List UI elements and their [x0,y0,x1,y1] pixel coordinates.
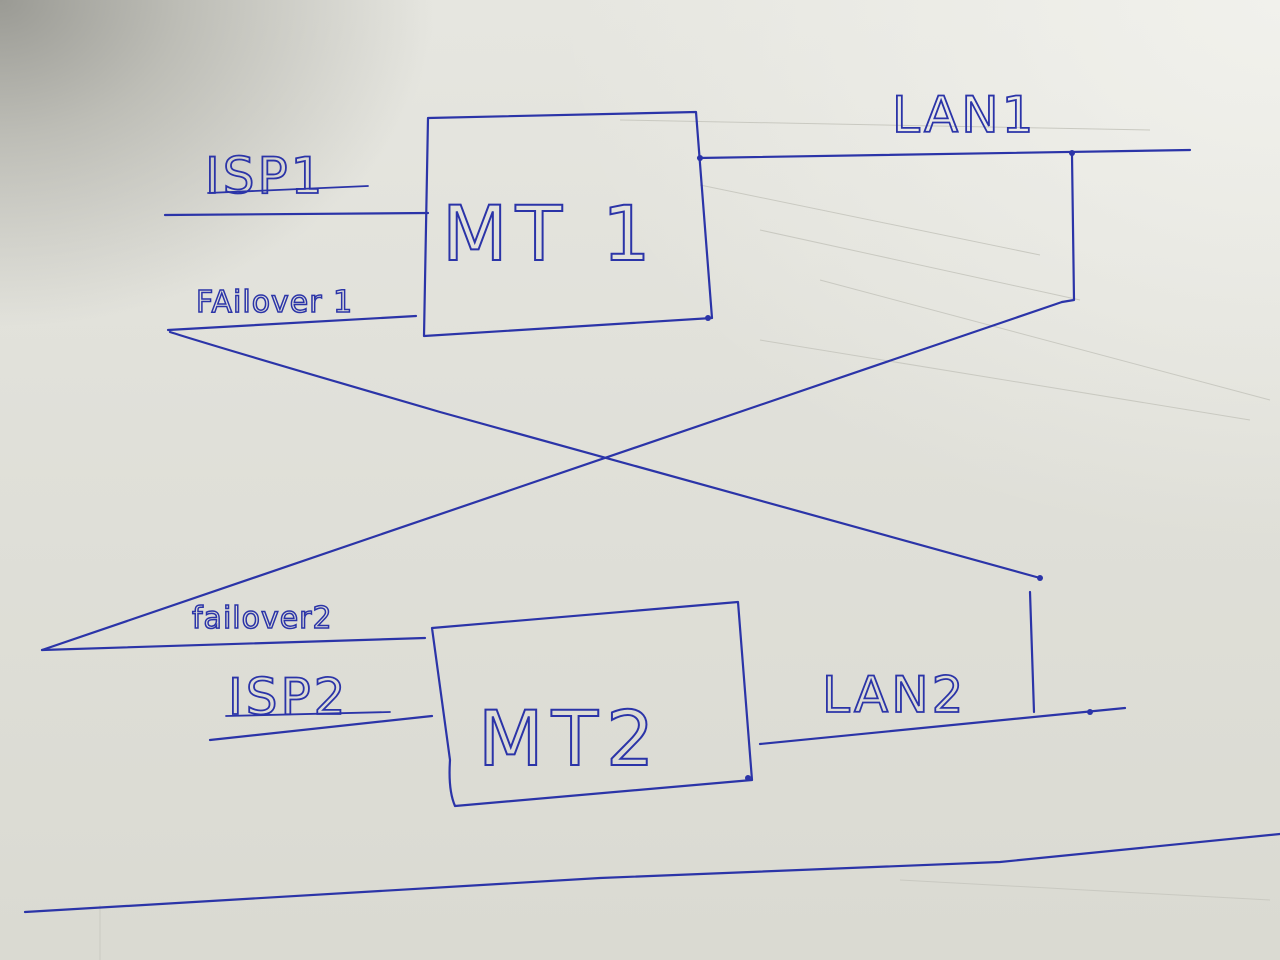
mt1-corner-port [705,315,711,321]
isp1-label: ISP1 [205,147,325,205]
mt2-corner-port [745,775,751,781]
lan2-junction [1087,709,1093,715]
mt2-label: MT2 [478,694,662,783]
mt1-box[interactable] [422,110,714,338]
isp1-underline [207,185,369,194]
crosslink-failover1-to-lan2 [168,330,1042,580]
lan2-riser-line [1028,590,1036,714]
lan1-line [696,148,1192,160]
isp2-underline [225,711,391,717]
failover1-label: FAilover 1 [196,285,353,320]
lan1-label: LAN1 [892,86,1036,144]
mt2-box[interactable] [430,600,754,808]
isp2-label: ISP2 [228,668,348,726]
failover2-label: failover2 [192,601,333,636]
lan2-label: LAN2 [822,666,966,724]
paper-texture [99,119,1271,960]
failover2-line [40,636,427,652]
lan1-drop-line [1060,153,1076,304]
isp2-line [208,714,434,742]
lan1-junction [1069,150,1075,156]
isp1-line [163,211,430,217]
lan2-line [758,706,1127,746]
crosslink-end-lan2 [1037,575,1043,581]
failover1-line [166,314,418,332]
mt1-lan-port [697,155,703,161]
page-bottom-rule [23,832,1280,914]
mt1-label: MT 1 [442,189,659,278]
crosslink-lan1-to-failover2 [40,300,1064,652]
